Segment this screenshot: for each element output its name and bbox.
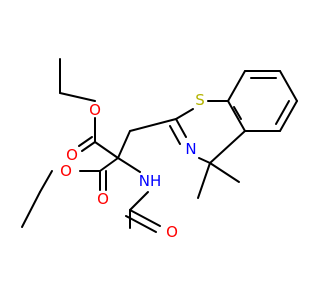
bond-benzene-1: [227, 70, 246, 102]
molecule-structure-diagram: O O O O O NH N S: [21, 58, 298, 241]
atom-label-n-ring: N: [185, 140, 196, 158]
bond-benzene-6: [227, 100, 246, 132]
bond-c2-to-s: [175, 108, 194, 120]
bond-upper-carbonyl-to-o-double-b: [78, 136, 93, 147]
bond-methyl-2: [209, 162, 240, 183]
bond-lower-o-single-to-ch2: [39, 170, 53, 193]
bond-nh-to-amide-carbon: [129, 191, 149, 211]
atom-label-o-upper-ester-single: O: [89, 101, 101, 119]
bond-methyl-1: [197, 162, 211, 199]
bond-c4-to-benzene: [209, 130, 246, 164]
bond-upper-carbonyl-to-o-double-a: [81, 141, 96, 152]
bond-benzene-3: [279, 70, 298, 102]
bond-lower-ethyl: [21, 191, 41, 228]
bond-benzene-double-c: [233, 106, 242, 120]
atom-label-o-amide: O: [166, 223, 178, 241]
bond-ch2-to-quaternary: [117, 130, 131, 159]
atom-label-s-ring: S: [195, 91, 205, 109]
atom-label-layer: O O O O O NH N S: [60, 91, 205, 241]
bond-n-to-c4: [198, 157, 211, 164]
bond-c2-to-ch2: [129, 118, 177, 132]
bond-c2-n-double: [169, 125, 181, 145]
bond-layer: [21, 58, 298, 233]
atom-label-o-upper-ester-double: O: [66, 146, 78, 164]
bond-upper-o-single-to-ch2: [59, 92, 96, 102]
atom-label-o-lower-ester-single: O: [60, 162, 72, 180]
atom-label-nh-amide: NH: [139, 172, 162, 190]
bond-amide-c-o-double-a: [129, 209, 161, 227]
bond-c2-to-n: [175, 118, 187, 138]
atom-label-o-lower-ester-double: O: [97, 190, 109, 208]
bond-quaternary-to-lower-carbonyl: [99, 157, 119, 172]
bond-quaternary-to-upper-carbonyl: [94, 141, 119, 159]
bond-benzene-4: [279, 100, 298, 132]
bond-quaternary-to-nh: [117, 157, 141, 173]
bond-benzene-double-b: [275, 100, 290, 125]
bond-amide-c-o-double-b: [125, 215, 157, 233]
